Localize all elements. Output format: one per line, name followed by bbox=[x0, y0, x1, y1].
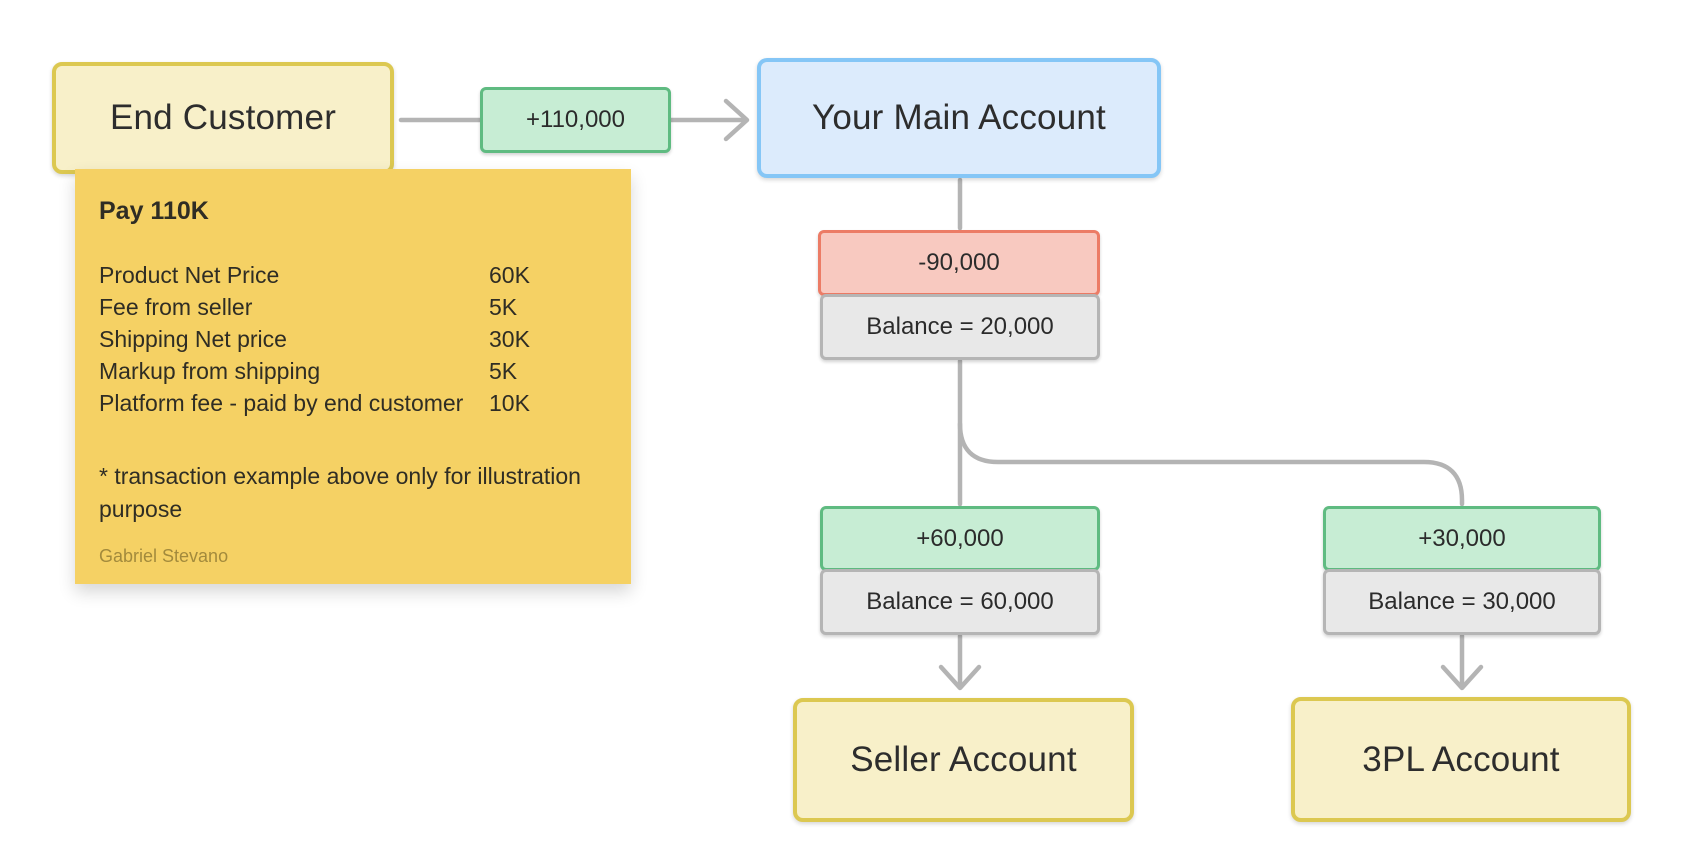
fee-item-label: Product Net Price bbox=[99, 262, 280, 288]
node-main-account[interactable]: Your Main Account bbox=[757, 58, 1161, 178]
connector-branch-line[interactable] bbox=[957, 421, 1465, 507]
fee-item-label: Platform fee - paid by end customer bbox=[99, 390, 464, 416]
label-balance-3pl-account[interactable]: Balance = 30,000 bbox=[1323, 569, 1601, 635]
fee-item-value: 30K bbox=[489, 326, 530, 352]
balance-text: Balance = 20,000 bbox=[866, 313, 1054, 340]
arrowhead-right-icon[interactable] bbox=[723, 98, 750, 142]
arrowhead-down-icon[interactable] bbox=[938, 664, 982, 691]
list-item: Fee from seller 5K bbox=[99, 291, 611, 323]
label-balance-main-account[interactable]: Balance = 20,000 bbox=[820, 294, 1100, 360]
list-item: Platform fee - paid by end customer 10K bbox=[99, 387, 611, 419]
list-item: Markup from shipping 5K bbox=[99, 355, 611, 387]
node-end-customer-label: End Customer bbox=[109, 98, 337, 137]
fee-item-value: 5K bbox=[489, 358, 518, 384]
arrowhead-down-icon[interactable] bbox=[1440, 664, 1484, 691]
fee-item-label: Fee from seller bbox=[99, 294, 253, 320]
node-main-account-label: Your Main Account bbox=[812, 98, 1106, 137]
label-amount-3pl-credit[interactable]: +30,000 bbox=[1323, 506, 1601, 571]
label-balance-seller-account[interactable]: Balance = 60,000 bbox=[820, 569, 1100, 635]
connector-to-seller-account[interactable] bbox=[938, 633, 982, 691]
sticky-note-title: Pay 110K bbox=[99, 197, 209, 225]
node-3pl-account[interactable]: 3PL Account bbox=[1291, 697, 1631, 822]
list-item: Shipping Net price 30K bbox=[99, 323, 611, 355]
fee-item-value: 5K bbox=[489, 294, 518, 320]
label-amount-seller-credit[interactable]: +60,000 bbox=[820, 506, 1100, 571]
connector-balance-to-credits[interactable] bbox=[957, 358, 1465, 507]
node-seller-account[interactable]: Seller Account bbox=[793, 698, 1134, 822]
node-3pl-account-label: 3PL Account bbox=[1362, 739, 1560, 779]
fee-item-value: 10K bbox=[489, 390, 530, 416]
node-seller-account-label: Seller Account bbox=[850, 740, 1077, 779]
sticky-note-author: Gabriel Stevano bbox=[99, 546, 229, 566]
balance-text: Balance = 30,000 bbox=[1368, 588, 1556, 615]
amount-text: +60,000 bbox=[916, 524, 1004, 552]
fee-item-value: 60K bbox=[489, 262, 530, 288]
amount-text: -90,000 bbox=[918, 249, 1000, 276]
label-amount-main-debit[interactable]: -90,000 bbox=[818, 230, 1100, 296]
sticky-note-payment-breakdown[interactable]: Pay 110K Product Net Price 60K Fee from … bbox=[75, 169, 631, 584]
connector-to-3pl-account[interactable] bbox=[1440, 633, 1484, 691]
list-item: Product Net Price 60K bbox=[99, 259, 611, 291]
label-amount-customer-payment[interactable]: +110,000 bbox=[480, 87, 671, 153]
balance-text: Balance = 60,000 bbox=[866, 588, 1054, 615]
sticky-note-footnote: * transaction example above only for ill… bbox=[99, 463, 581, 522]
node-end-customer[interactable]: End Customer bbox=[52, 62, 394, 174]
amount-text: +30,000 bbox=[1418, 524, 1506, 552]
amount-text: +110,000 bbox=[526, 106, 625, 133]
fee-item-label: Markup from shipping bbox=[99, 358, 321, 384]
fee-item-label: Shipping Net price bbox=[99, 326, 287, 352]
